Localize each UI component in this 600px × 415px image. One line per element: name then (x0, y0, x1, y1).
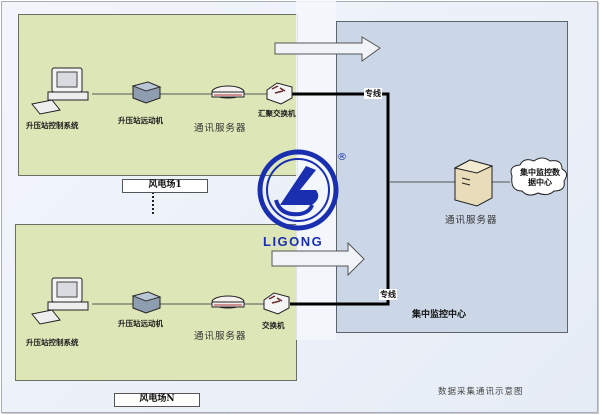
computer-icon (31, 67, 89, 115)
cloud-label-line2: 据中心 (528, 178, 552, 187)
farm1-control-system-label: 升压站控制系统 (26, 121, 79, 130)
cloud-label-line1: 集中监控数 (520, 168, 560, 177)
farmn-remote-unit-label: 升压站远动机 (118, 319, 163, 328)
dedicated-line-label-top: 专线 (364, 88, 382, 99)
farmn-switch-label: 交换机 (262, 321, 285, 330)
farm1-label: 风电场1 (122, 179, 208, 193)
cloud-icon (510, 157, 568, 196)
farm1-switch-label: 汇聚交换机 (258, 109, 296, 118)
farm1-remote-unit-label: 升压站远动机 (118, 116, 163, 125)
diagram-caption: 数据采集通讯示意图 (438, 387, 524, 397)
farmn-label: 风电场N (114, 393, 200, 407)
cloud-label: 集中监控数 据中心 (511, 168, 569, 188)
server-icon (453, 159, 494, 207)
router-icon (211, 295, 245, 309)
ligong-logo (257, 149, 339, 231)
monitoring-center-title: 集中监控中心 (412, 310, 467, 320)
ellipsis-dots (152, 192, 154, 214)
center-comm-server-label: 通讯服务器 (445, 215, 498, 226)
router-icon (211, 85, 245, 99)
farmn-comm-server-label: 通讯服务器 (194, 331, 247, 342)
dedicated-line-label-bottom: 专线 (379, 289, 397, 300)
farmn-control-system-label: 升压站控制系统 (26, 338, 79, 347)
remote-unit-icon (131, 81, 162, 104)
arrow-icon (271, 241, 365, 277)
arrow-icon (274, 36, 381, 62)
switch-icon (263, 292, 290, 315)
farm1-comm-server-label: 通讯服务器 (194, 123, 247, 134)
dedicated-line (290, 92, 390, 306)
switch-icon (266, 82, 293, 105)
computer-icon (31, 277, 89, 325)
logo-text: LIGONG (263, 234, 324, 249)
registered-mark: ® (337, 152, 347, 163)
remote-unit-icon (131, 291, 162, 314)
